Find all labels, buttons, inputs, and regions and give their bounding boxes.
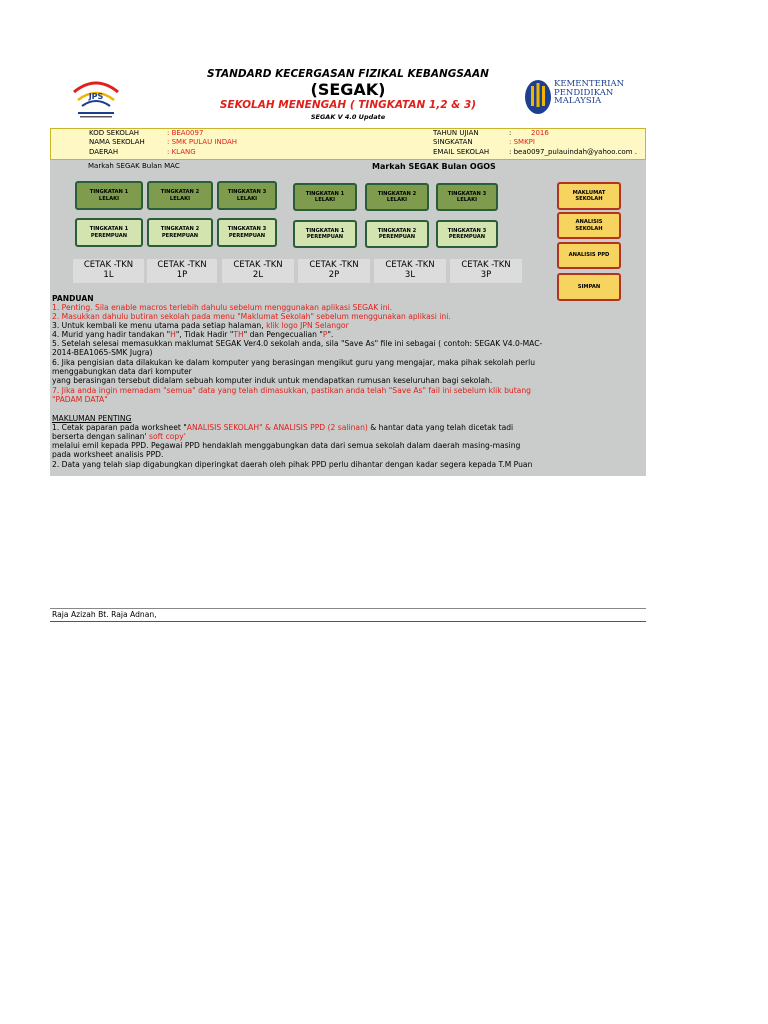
panduan-line-6c: yang berasingan tersebut didalam sebuah … [52,376,493,385]
btn-ogos-tkn1-lelaki[interactable]: TINGKATAN 1 LELAKI [293,183,357,211]
btn-cetak-3l[interactable]: CETAK -TKN 3L [374,259,446,283]
panduan-line-5b: 2014-BEA1065-SMK Jugra) [52,348,153,357]
caption-ogos: Markah SEGAK Bulan OGOS [372,162,496,171]
btn-mac-tkn2-perempuan[interactable]: TINGKATAN 2 PEREMPUAN [147,218,213,247]
panduan-line-1: 1. Penting. Sila enable macros terlebih … [52,303,393,312]
jpn-selangor-logo[interactable]: JPS [68,72,124,122]
btn-maklumat-sekolah[interactable]: MAKLUMAT SEKOLAH [557,182,621,210]
title-main: STANDARD KECERGASAN FIZIKAL KEBANGSAAN [207,68,489,80]
penting-line-5: 2. Data yang telah siap digabungkan dipe… [52,460,533,469]
footer-name: Raja Azizah Bt. Raja Adnan, [52,610,157,619]
kpm-logo: KEMENTERIAN PENDIDIKAN MALAYSIA [524,78,626,118]
jps-logo-text: JPS [88,92,104,101]
btn-mac-tkn1-lelaki[interactable]: TINGKATAN 1 LELAKI [75,181,143,210]
panduan-heading: PANDUAN [52,294,94,303]
btn-mac-tkn1-perempuan[interactable]: TINGKATAN 1 PEREMPUAN [75,218,143,247]
school-info-panel: KOD SEKOLAH : BEA0097 NAMA SEKOLAH : SMK… [50,128,646,160]
singkatan-value: : SMKPI [509,138,535,146]
email-label: EMAIL SEKOLAH [433,148,490,156]
btn-cetak-2p[interactable]: CETAK -TKN 2P [298,259,370,283]
btn-ogos-tkn3-perempuan[interactable]: TINGKATAN 3 PEREMPUAN [436,220,498,248]
btn-mac-tkn2-lelaki[interactable]: TINGKATAN 2 LELAKI [147,181,213,210]
btn-analisis-ppd[interactable]: ANALISIS PPD [557,242,621,269]
email-value: : bea0097_pulauindah@yahoo.com . [509,148,637,156]
btn-ogos-tkn3-lelaki[interactable]: TINGKATAN 3 LELAKI [436,183,498,211]
caption-mac: Markah SEGAK Bulan MAC [88,162,180,170]
tahun-colon: : [509,129,512,137]
penting-line-4: pada worksheet analisis PPD. [52,450,164,459]
panduan-line-6b: menggabungkan data dari komputer [52,367,192,376]
penting-line-2: berserta dengan salinan' soft copy' [52,432,186,441]
footer-strip: Raja Azizah Bt. Raja Adnan, [50,608,646,622]
kod-label: KOD SEKOLAH [89,129,140,137]
nama-value: : SMK PULAU INDAH [167,138,238,146]
btn-ogos-tkn2-lelaki[interactable]: TINGKATAN 2 LELAKI [365,183,429,211]
kpm-logo-text: KEMENTERIAN PENDIDIKAN MALAYSIA [554,79,625,106]
kod-value: : BEA0097 [167,129,204,137]
btn-mac-tkn3-lelaki[interactable]: TINGKATAN 3 LELAKI [217,181,277,210]
panduan-line-7b: "PADAM DATA" [52,395,108,404]
penting-heading: MAKLUMAN PENTING [52,414,132,423]
daerah-value: : KLANG [167,148,196,156]
btn-mac-tkn3-perempuan[interactable]: TINGKATAN 3 PEREMPUAN [217,218,277,247]
nama-label: NAMA SEKOLAH [89,138,145,146]
btn-cetak-1l[interactable]: CETAK -TKN 1L [73,259,144,283]
penting-line-1: 1. Cetak paparan pada worksheet "ANALISI… [52,423,514,432]
btn-cetak-1p[interactable]: CETAK -TKN 1P [147,259,217,283]
panduan-line-5a: 5. Setelah selesai memasukkan maklumat S… [52,339,543,348]
tahun-value: 2016 [531,129,549,137]
btn-simpan[interactable]: SIMPAN [557,273,621,301]
daerah-label: DAERAH [89,148,119,156]
btn-ogos-tkn1-perempuan[interactable]: TINGKATAN 1 PEREMPUAN [293,220,357,248]
panduan-line-4: 4. Murid yang hadir tandakan "H", Tidak … [52,330,334,339]
btn-ogos-tkn2-perempuan[interactable]: TINGKATAN 2 PEREMPUAN [365,220,429,248]
panduan-line-6a: 6. Jika pengisian data dilakukan ke dala… [52,358,536,367]
btn-cetak-3p[interactable]: CETAK -TKN 3P [450,259,522,283]
singkatan-label: SINGKATAN [433,138,473,146]
tahun-label: TAHUN UJIAN [433,129,479,137]
title-segak: (SEGAK) [310,80,386,99]
panduan-line-3: 3. Untuk kembali ke menu utama pada seti… [52,321,349,330]
penting-line-3: melalui emil kepada PPD. Pegawai PPD hen… [52,441,521,450]
panduan-line-2: 2. Masukkan dahulu butiran sekolah pada … [52,312,451,321]
btn-cetak-2l[interactable]: CETAK -TKN 2L [222,259,294,283]
panduan-line-7a: 7. Jika anda ingin memadam "semua" data … [52,386,531,395]
header: JPS STANDARD KECERGASAN FIZIKAL KEBANGSA… [50,66,646,128]
btn-analisis-sekolah[interactable]: ANALISIS SEKOLAH [557,212,621,239]
version-label: SEGAK V 4.0 Update [310,113,386,121]
title-sekolah: SEKOLAH MENENGAH ( TINGKATAN 1,2 & 3) [219,99,477,111]
